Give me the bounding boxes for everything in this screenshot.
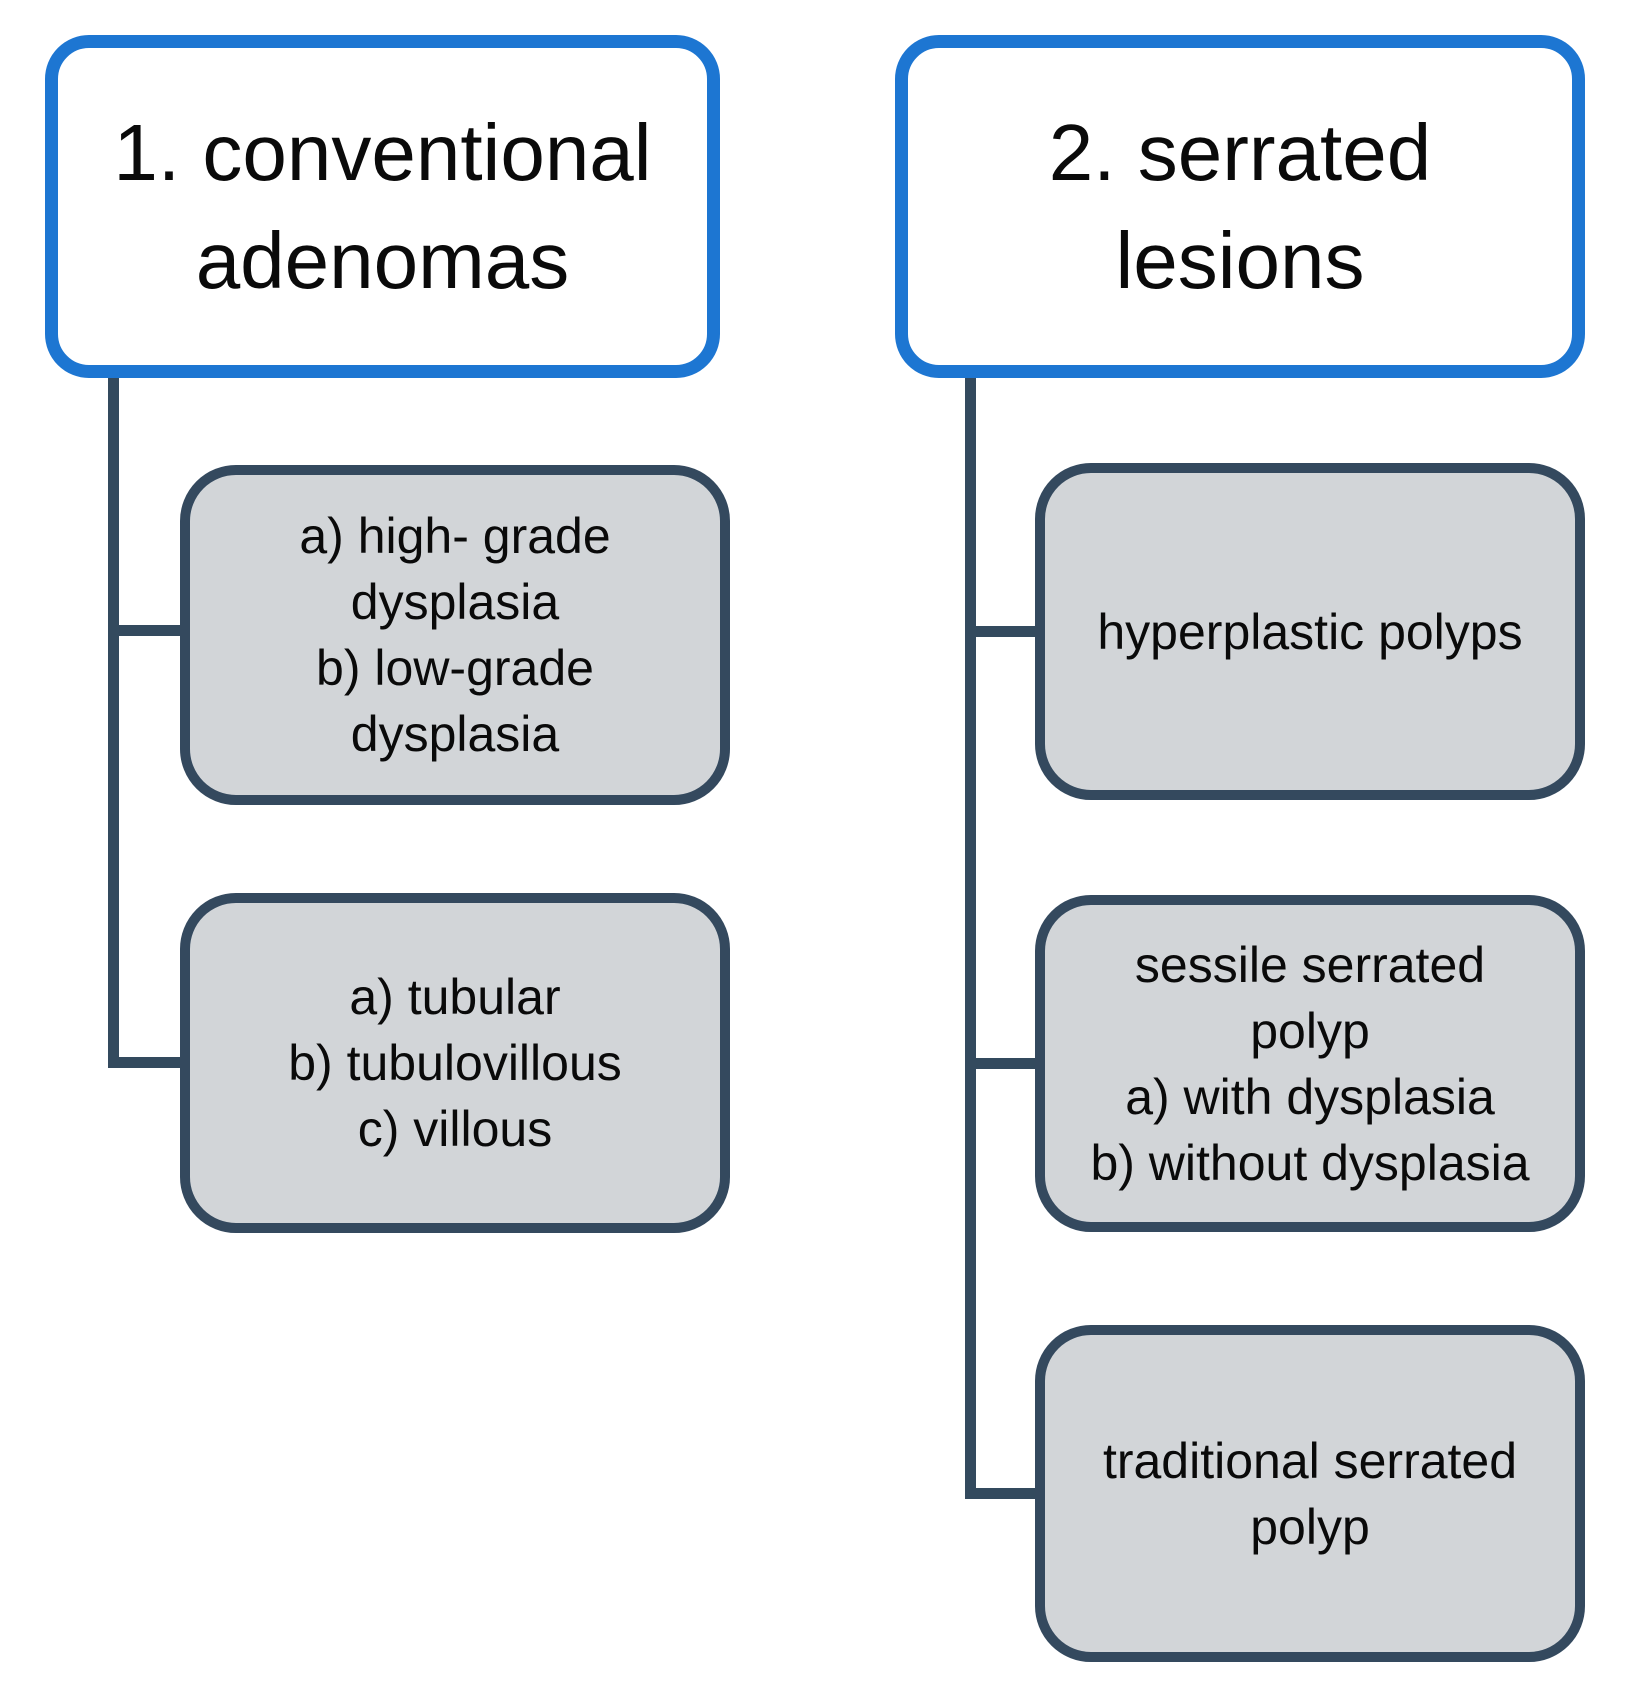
connector-trunk-right (965, 378, 976, 1499)
connector-branch-right-2 (965, 1058, 1035, 1069)
root-box-serrated-lesions: 2. serrated lesions (895, 35, 1585, 378)
child-box-hyperplastic-polyps: hyperplastic polyps (1035, 463, 1585, 800)
child-box-dysplasia-grades: a) high- grade dysplasia b) low-grade dy… (180, 465, 730, 805)
connector-branch-left-2 (108, 1057, 180, 1068)
connector-branch-right-1 (965, 626, 1035, 637)
child-box-tubular-villous: a) tubular b) tubulovillous c) villous (180, 893, 730, 1233)
root-box-conventional-adenomas: 1. conventional adenomas (45, 35, 720, 378)
connector-trunk-left (108, 378, 119, 1068)
child-box-traditional-serrated-polyp: traditional serrated polyp (1035, 1325, 1585, 1662)
child-box-sessile-serrated-polyp: sessile serrated polyp a) with dysplasia… (1035, 895, 1585, 1232)
connector-branch-left-1 (108, 625, 180, 636)
connector-branch-right-3 (965, 1488, 1035, 1499)
